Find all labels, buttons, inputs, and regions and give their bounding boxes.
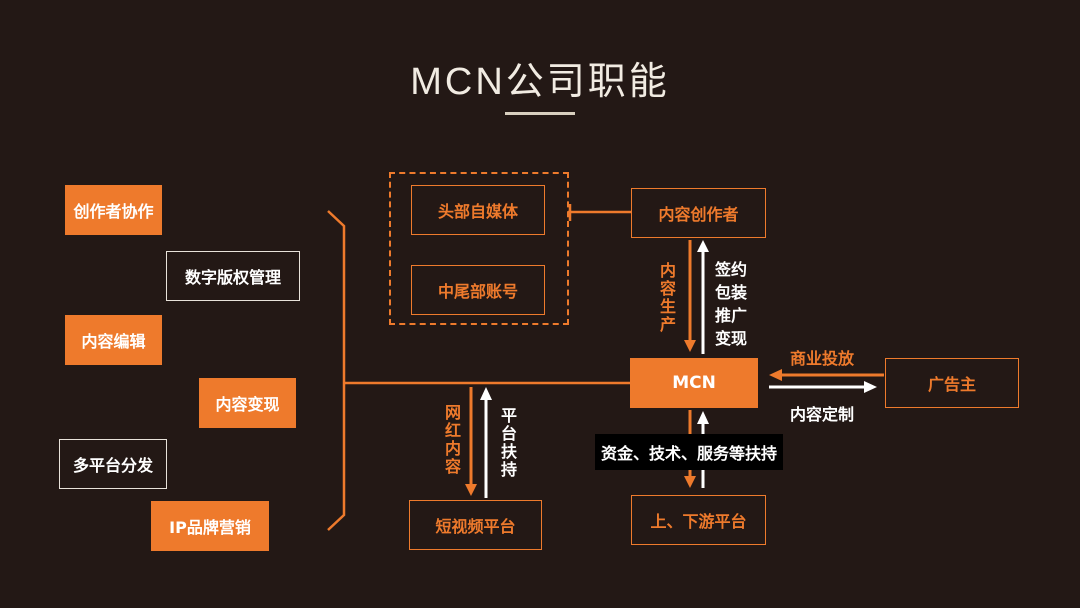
left-item-digital-rights: 数字版权管理 — [166, 251, 300, 301]
arrow-content-production-head — [684, 340, 696, 352]
label-content-production: 内容生产 — [659, 261, 676, 334]
label-commercial-ads: 商业投放 — [790, 349, 855, 368]
node-mcn: MCN — [630, 358, 758, 408]
left-item-multi-platform: 多平台分发 — [59, 439, 167, 489]
node-short-video-platform: 短视频平台 — [409, 500, 542, 550]
node-mid-tail-accounts: 中尾部账号 — [411, 265, 545, 315]
arrow-platform-support-head — [480, 387, 492, 400]
label-sign-services: 签约包装推广变现 — [715, 260, 748, 348]
media-accounts-group — [389, 172, 569, 325]
node-head-media: 头部自媒体 — [411, 185, 545, 235]
arrow-content-custom-head — [864, 381, 877, 393]
arrow-wanghong-content-head — [465, 484, 477, 496]
arrow-sign-services-head — [697, 240, 709, 252]
arrow-mcn-downstream-head — [684, 476, 696, 488]
bracket-line — [327, 210, 346, 531]
node-content-creator: 内容创作者 — [631, 188, 766, 238]
label-funding-support: 资金、技术、服务等扶持 — [595, 434, 784, 470]
page-title: MCN公司职能 — [410, 61, 670, 103]
left-item-content-editing: 内容编辑 — [65, 315, 162, 365]
node-up-downstream-platforms: 上、下游平台 — [631, 495, 766, 545]
left-item-content-monetization: 内容变现 — [199, 378, 296, 428]
left-item-ip-marketing: IP品牌营销 — [151, 501, 269, 551]
left-item-creator-collab: 创作者协作 — [65, 185, 162, 235]
label-platform-support: 平台扶持 — [500, 406, 517, 479]
title-underline — [505, 112, 575, 115]
node-advertiser: 广告主 — [885, 358, 1019, 408]
arrow-downstream-mcn-head — [697, 411, 709, 424]
arrow-commercial-ads-head — [769, 369, 782, 381]
label-wanghong-content: 网红内容 — [444, 403, 461, 476]
label-content-custom: 内容定制 — [790, 405, 855, 424]
